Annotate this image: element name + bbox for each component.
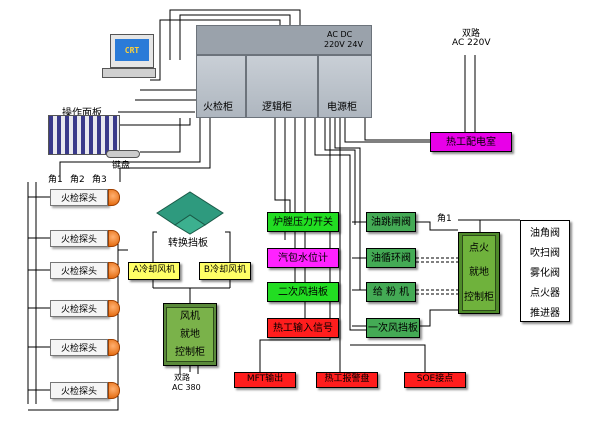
angle-3-label: 角3 bbox=[92, 175, 107, 185]
device-oil-angle-valve: 油角阀 bbox=[530, 227, 560, 239]
valve-oil-circulation: 油循环阀 bbox=[366, 248, 416, 268]
output-mft: MFT输出 bbox=[234, 372, 296, 388]
output-thermal-alarm-panel: 热工报警盘 bbox=[316, 372, 378, 388]
power-ac220-label: AC 220V bbox=[452, 38, 491, 48]
fire-detector-5: 火检探头 bbox=[50, 339, 108, 356]
panel-label: 操作面板 bbox=[62, 108, 102, 119]
device-propeller: 推进器 bbox=[530, 307, 560, 319]
crt-base bbox=[102, 68, 156, 78]
fan-panel-line2: 就地 bbox=[180, 328, 200, 340]
signal-drum-water-level: 汽包水位计 bbox=[267, 248, 339, 268]
operation-panel bbox=[48, 115, 120, 155]
detector-lens-icon bbox=[108, 189, 120, 206]
ignition-control-panel: 点火 就地 控制柜 bbox=[458, 232, 500, 314]
detector-lens-icon bbox=[108, 262, 120, 279]
crt-monitor: CRT bbox=[110, 34, 154, 68]
valve-powder-feeder: 给 粉 机 bbox=[366, 282, 416, 302]
keyboard-label: 键盘 bbox=[112, 161, 131, 171]
logic-cabinet bbox=[246, 55, 318, 118]
fire-cabinet bbox=[196, 55, 246, 118]
cooling-fan-b: B冷却风机 bbox=[199, 262, 251, 280]
fan-panel-line3: 控制柜 bbox=[175, 346, 205, 358]
angle-2-label: 角2 bbox=[70, 175, 85, 185]
angle-1b-label: 角1 bbox=[437, 214, 452, 224]
logic-cabinet-label: 逻辑柜 bbox=[262, 102, 292, 113]
ignition-panel-inner: 点火 就地 控制柜 bbox=[462, 235, 496, 311]
power-dual-label: 双路 bbox=[462, 29, 481, 39]
fan-panel-inner: 风机 就地 控制柜 bbox=[166, 307, 214, 362]
fire-detector-2: 火检探头 bbox=[50, 230, 108, 247]
fire-detector-1: 火检探头 bbox=[50, 189, 108, 206]
cabinet-top bbox=[196, 25, 372, 55]
fire-cabinet-label: 火检柜 bbox=[203, 102, 233, 113]
crt-label: CRT bbox=[124, 45, 140, 55]
ac-dc-label: AC DC bbox=[327, 30, 353, 39]
thermal-distribution-room: 热工配电室 bbox=[430, 132, 512, 152]
detector-lens-icon bbox=[108, 300, 120, 317]
fan-panel-line1: 风机 bbox=[180, 311, 200, 323]
voltage-label: 220V 24V bbox=[324, 40, 363, 49]
angle-1-label: 角1 bbox=[48, 175, 63, 185]
detector-lens-icon bbox=[108, 382, 120, 399]
device-list-panel: 油角阀 吹扫阀 雾化阀 点火器 推进器 bbox=[520, 220, 570, 322]
power-cabinet bbox=[318, 55, 372, 118]
device-atomizing-valve: 雾化阀 bbox=[530, 267, 560, 279]
ignition-panel-line1: 点火 bbox=[469, 242, 489, 254]
device-igniter: 点火器 bbox=[530, 287, 560, 299]
fan-control-panel: 风机 就地 控制柜 bbox=[163, 303, 217, 366]
ignition-panel-line2: 就地 bbox=[469, 267, 489, 279]
switch-board-label: 转换挡板 bbox=[168, 238, 208, 249]
fire-detector-6: 火检探头 bbox=[50, 382, 108, 399]
fan-power-dual-label: 双路 bbox=[174, 373, 190, 382]
signal-furnace-pressure-switch: 炉膛压力开关 bbox=[267, 212, 339, 232]
detector-lens-icon bbox=[108, 339, 120, 356]
ignition-panel-line3: 控制柜 bbox=[464, 292, 494, 304]
valve-primary-air-damper: 一次风挡板 bbox=[366, 318, 420, 338]
switch-board-shape bbox=[156, 191, 224, 235]
valve-oil-trip: 油跳闸阀 bbox=[366, 212, 416, 232]
cooling-fan-a: A冷却风机 bbox=[128, 262, 180, 280]
signal-thermal-input: 热工输入信号 bbox=[267, 318, 339, 338]
fire-detector-4: 火检探头 bbox=[50, 300, 108, 317]
fan-power-ac380-label: AC 380 bbox=[172, 383, 201, 392]
device-purge-valve: 吹扫阀 bbox=[530, 247, 560, 259]
signal-secondary-air-damper: 二次风挡板 bbox=[267, 282, 339, 302]
keyboard-device bbox=[106, 150, 140, 158]
detector-lens-icon bbox=[108, 230, 120, 247]
crt-screen: CRT bbox=[115, 39, 149, 61]
fire-detector-3: 火检探头 bbox=[50, 262, 108, 279]
power-cabinet-label: 电源柜 bbox=[327, 102, 357, 113]
output-soe-contact: SOE接点 bbox=[404, 372, 466, 388]
